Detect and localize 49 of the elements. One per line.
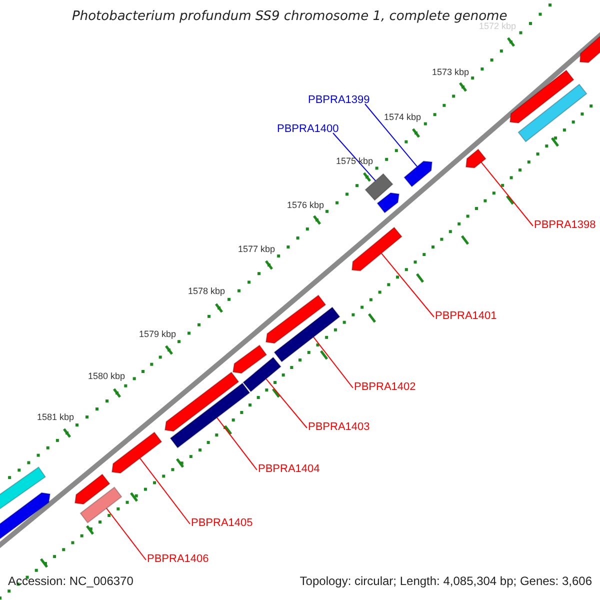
- info-text: Accession: NC_006370: [8, 575, 134, 587]
- leader-line: [140, 458, 190, 524]
- gene-feature: [0, 492, 51, 540]
- leader-line: [216, 417, 258, 470]
- gene-feature: [404, 160, 433, 188]
- leader-line: [381, 252, 434, 318]
- gene-feature: [465, 148, 486, 168]
- gene-feature: [80, 486, 122, 524]
- gene-feature: [351, 226, 402, 272]
- scale-label: 1579 kbp: [139, 330, 176, 339]
- scale-label: 1574 kbp: [384, 113, 422, 122]
- gene-feature: [170, 382, 250, 448]
- gene-feature: [242, 356, 282, 392]
- scale-label: 1580 kbp: [88, 372, 126, 381]
- gene-feature: [164, 372, 240, 432]
- info-text: Topology: circular; Length: 4,085,304 bp; Genes: 3,606: [300, 575, 592, 587]
- gene-feature: [274, 306, 340, 362]
- scale-label: 1573 kbp: [432, 68, 470, 77]
- gene-label: PBPRA1406: [147, 554, 209, 565]
- title: Photobacterium profundum SS9 chromosome 1, complete genome: [72, 10, 508, 23]
- gene-feature: [111, 432, 162, 474]
- gene-label: PBPRA1403: [308, 422, 370, 433]
- gene-label: PBPRA1405: [191, 518, 253, 529]
- leader-line: [313, 336, 354, 388]
- gene-feature: [74, 474, 110, 505]
- leader-line: [266, 378, 308, 428]
- gene-label: PBPRA1402: [354, 382, 416, 393]
- gene-feature: [0, 466, 46, 511]
- scale-label: 1575 kbp: [336, 157, 374, 166]
- gene-label: PBPRA1398: [534, 220, 596, 231]
- leader-line: [332, 132, 376, 182]
- leader-line: [106, 508, 146, 560]
- scale-label: 1576 kbp: [287, 201, 324, 210]
- leader-line: [480, 162, 534, 226]
- gene-feature: [376, 192, 400, 214]
- gene-feature: [518, 84, 588, 142]
- gene-label: PBPRA1400: [277, 124, 339, 135]
- gene-label: PBPRA1401: [435, 311, 497, 322]
- gene-feature: [232, 344, 268, 374]
- gene-feature: [509, 70, 574, 124]
- gene-feature: [265, 294, 326, 344]
- gene-feature: [579, 34, 600, 64]
- leader-line: [364, 104, 418, 168]
- scale-label: 1578 kbp: [188, 287, 226, 296]
- gene-label: PBPRA1404: [258, 464, 320, 475]
- gene-label: PBPRA1399: [308, 95, 370, 106]
- gene-feature: [364, 173, 394, 201]
- scale-label: 1577 kbp: [238, 245, 276, 254]
- scale-label: 1581 kbp: [37, 413, 74, 422]
